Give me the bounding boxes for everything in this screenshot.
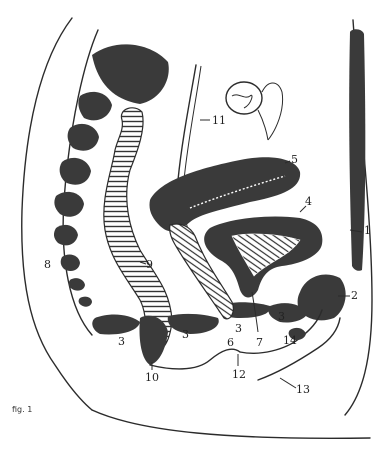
body-back-outline: [22, 18, 92, 410]
pelvic-floor-left: [92, 315, 140, 335]
buttock-outline: [92, 410, 370, 438]
label-13: 13: [296, 383, 310, 396]
label-7: 7: [256, 336, 263, 349]
label-6: 6: [227, 336, 234, 349]
label-2: 2: [351, 289, 358, 302]
label-14: 14: [283, 334, 297, 347]
figure-caption: fig. 1: [12, 405, 32, 414]
diagram-labels: 1 2 3 3 3 3 4 5 6 7 8 9 10 11 12 13 14: [44, 114, 371, 396]
label-5: 5: [291, 153, 298, 166]
label-8: 8: [44, 258, 51, 271]
label-3-right: 3: [278, 310, 285, 323]
pubic-bone: [298, 274, 346, 320]
label-11: 11: [212, 114, 226, 127]
label-3-center: 3: [182, 328, 189, 341]
pelvic-floor-center: [168, 314, 219, 334]
label-3-left: 3: [118, 335, 125, 348]
label-9: 9: [146, 258, 153, 271]
thigh-line: [258, 318, 340, 380]
anal-canal: [139, 316, 168, 365]
label-1: 1: [364, 224, 371, 237]
ovary: [226, 82, 283, 140]
label-4: 4: [305, 195, 312, 208]
label-3-mid: 3: [235, 322, 242, 335]
perineum: [150, 349, 240, 369]
rectus-muscle: [349, 29, 365, 271]
label-12: 12: [232, 368, 246, 381]
label-10: 10: [145, 371, 159, 384]
